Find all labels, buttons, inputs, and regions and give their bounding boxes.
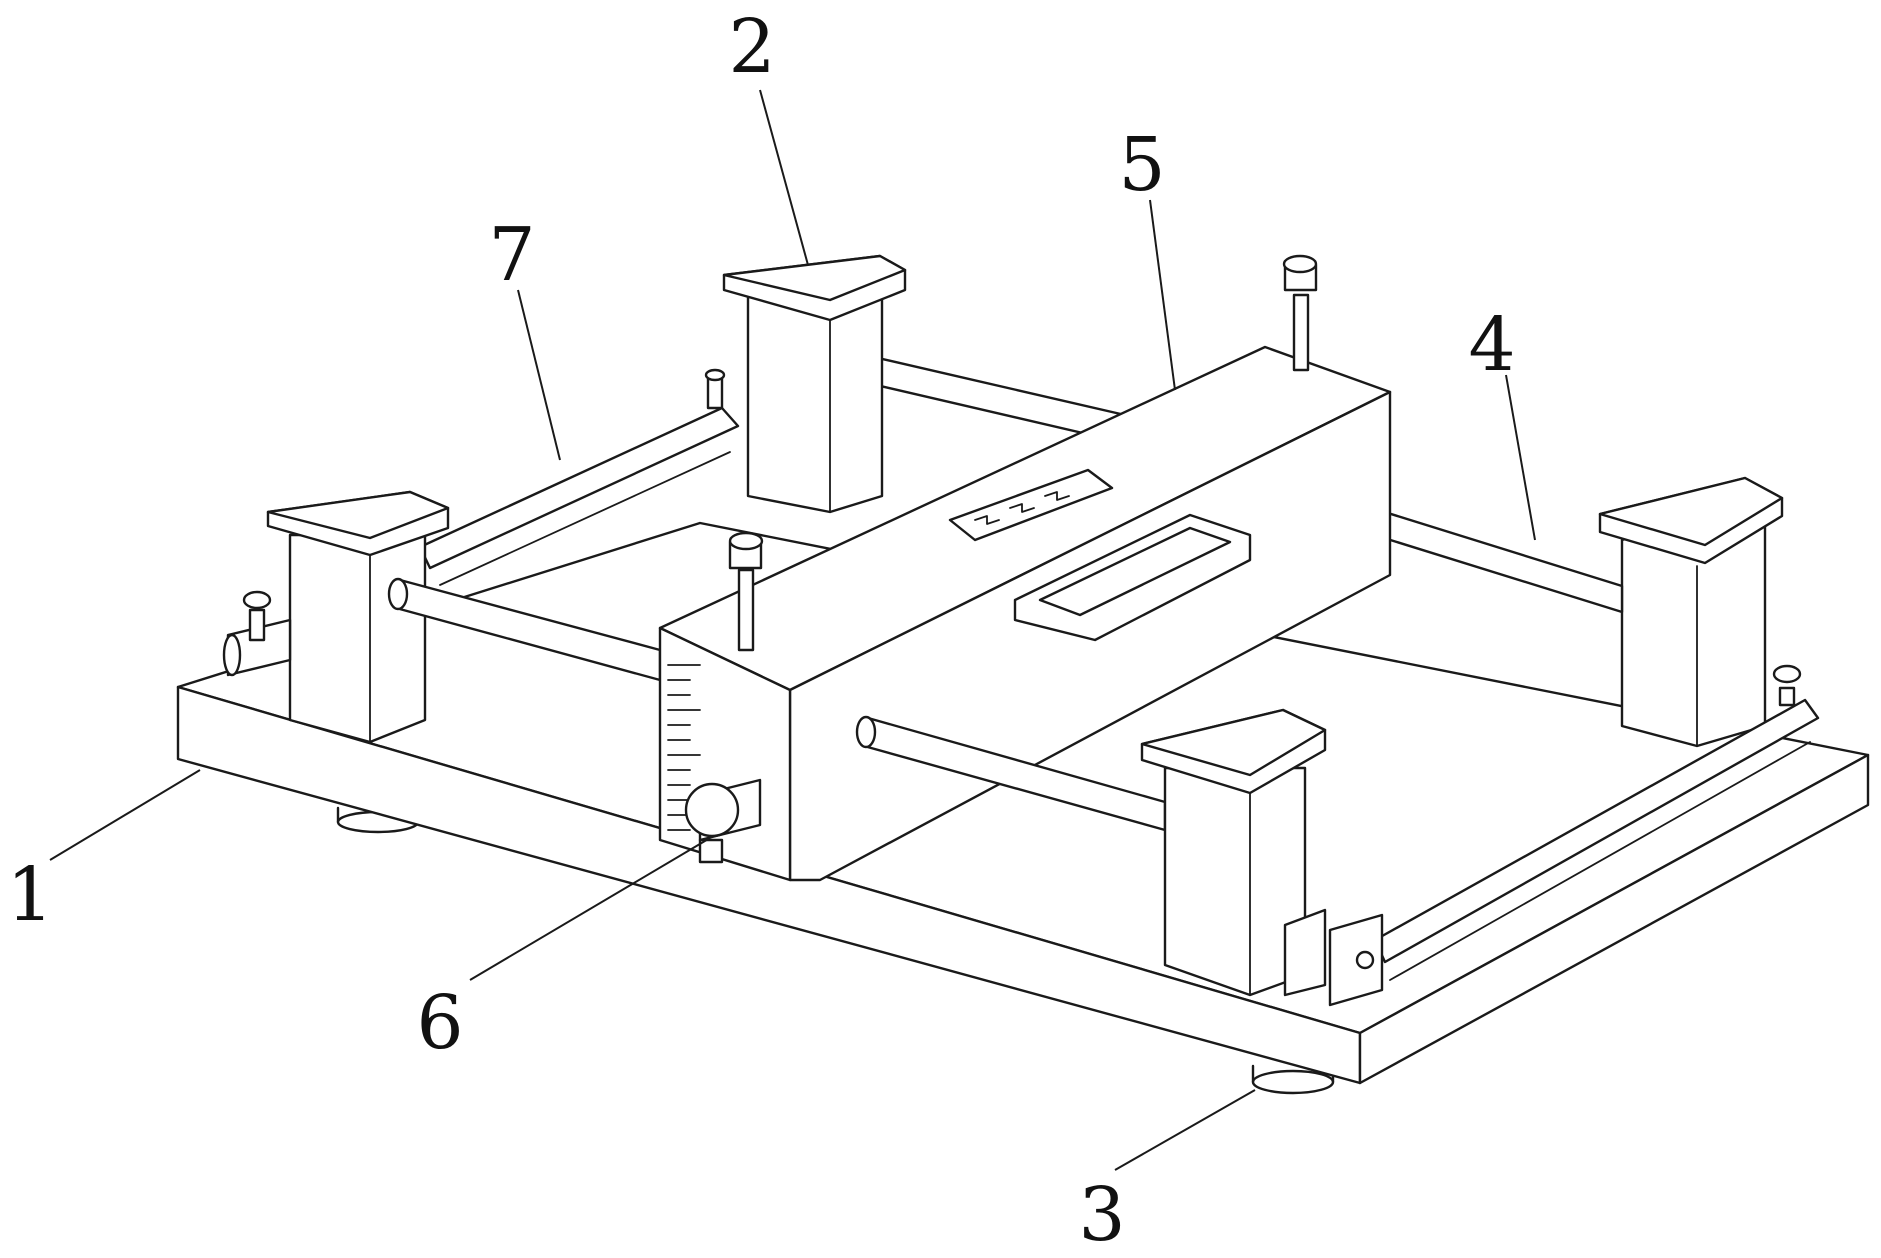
leader-3 bbox=[1115, 1090, 1255, 1170]
callout-6: 6 bbox=[416, 980, 463, 1066]
screw-top bbox=[1284, 256, 1316, 370]
leader-5 bbox=[1150, 200, 1175, 390]
leader-7 bbox=[518, 290, 560, 460]
callout-1: 1 bbox=[6, 852, 53, 938]
callout-5: 5 bbox=[1118, 122, 1165, 208]
callout-7: 7 bbox=[488, 212, 535, 298]
pillar-right bbox=[1600, 478, 1782, 746]
pillar-back bbox=[724, 256, 905, 512]
clamp-left bbox=[224, 592, 290, 675]
callout-4: 4 bbox=[1468, 302, 1515, 388]
callout-2: 2 bbox=[728, 4, 775, 90]
callout-3: 3 bbox=[1078, 1172, 1125, 1258]
leader-2 bbox=[760, 90, 808, 265]
leader-1 bbox=[50, 770, 200, 860]
leader-4 bbox=[1506, 375, 1535, 540]
pillar-left bbox=[268, 492, 448, 742]
